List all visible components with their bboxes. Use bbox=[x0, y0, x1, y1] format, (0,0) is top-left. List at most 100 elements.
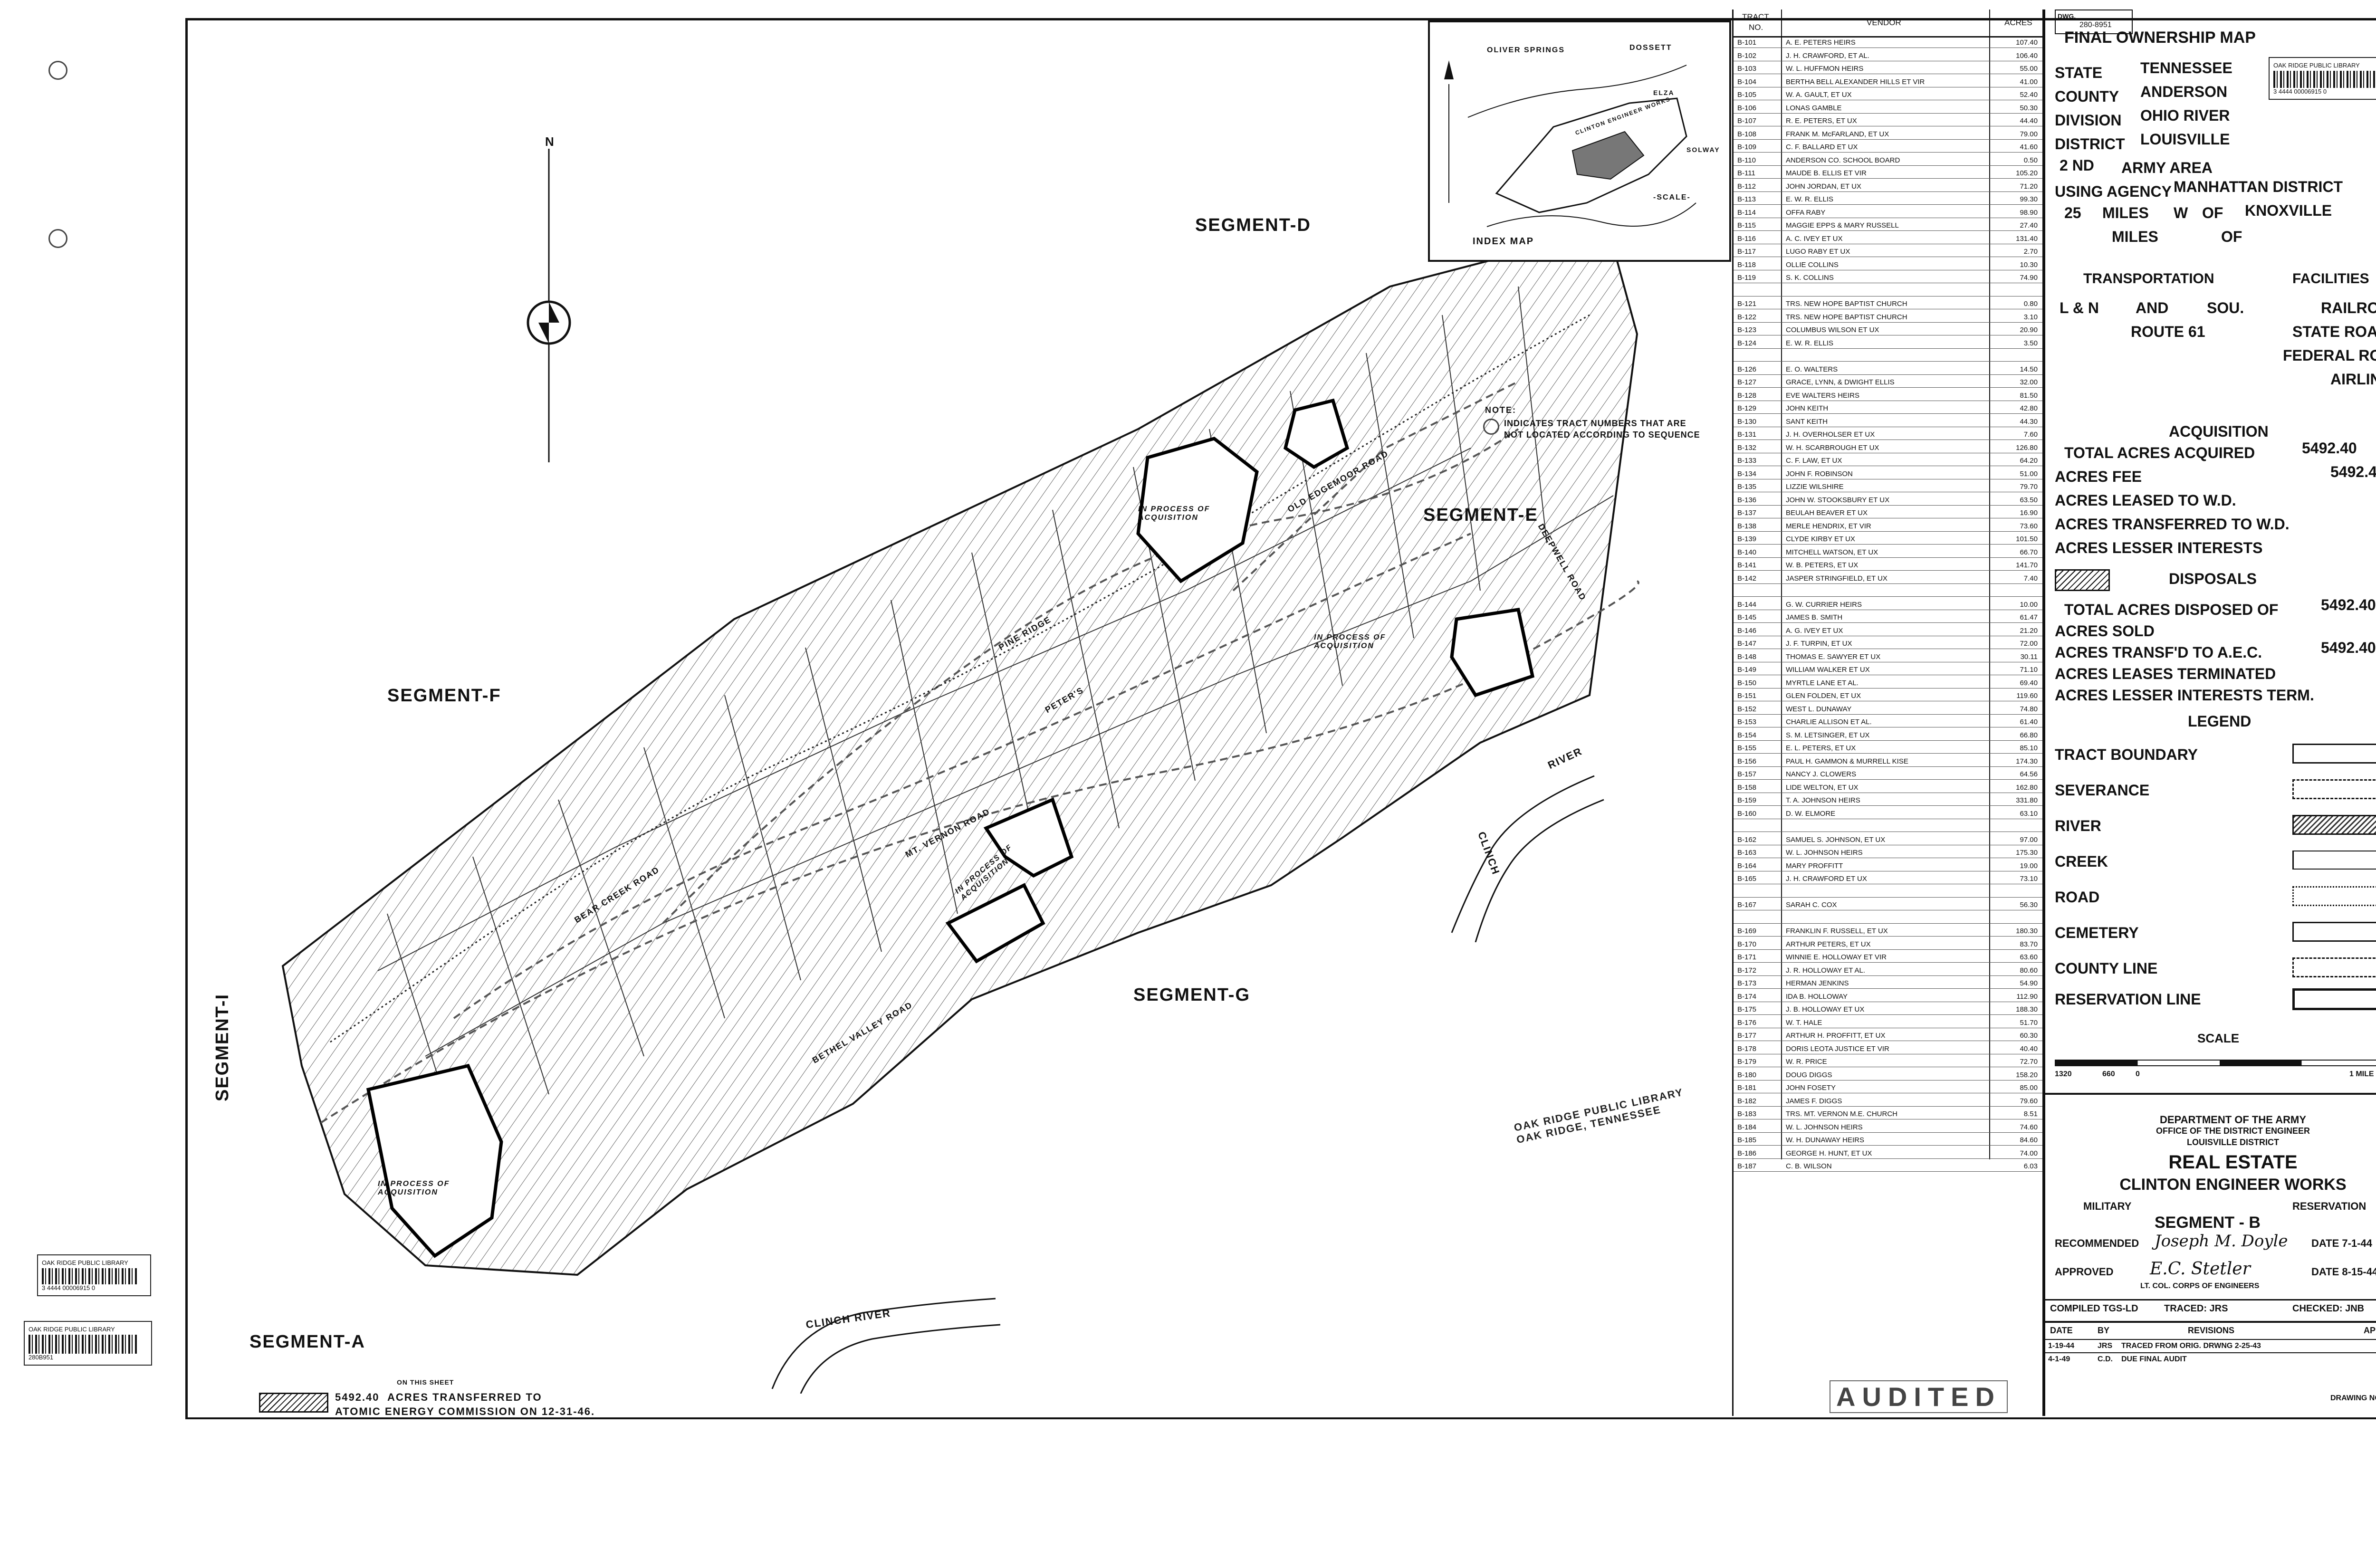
tract-acres: 8.51 bbox=[2023, 1110, 2038, 1118]
scale-zero: 0 bbox=[2136, 1070, 2140, 1078]
tract-acres: 19.00 bbox=[2020, 861, 2038, 870]
tract-vendor: MAUDE B. ELLIS ET VIR bbox=[1786, 169, 1867, 177]
final-ownership-title: FINAL OWNERSHIP MAP bbox=[2064, 29, 2256, 47]
tract-vendor: A. G. IVEY ET UX bbox=[1786, 626, 1843, 635]
revision-row: 4-1-49 C.D. DUE FINAL AUDIT bbox=[2045, 1352, 2376, 1367]
tract-number: B-182 bbox=[1737, 1097, 1757, 1105]
tract-number: B-141 bbox=[1737, 561, 1757, 569]
index-place-oliver: OLIVER SPRINGS bbox=[1487, 46, 1565, 54]
tract-number: B-173 bbox=[1737, 979, 1757, 987]
tract-acres: 81.50 bbox=[2020, 391, 2038, 400]
tract-number: B-157 bbox=[1737, 770, 1757, 778]
tract-vendor: DORIS LEOTA JUSTICE ET VIR bbox=[1786, 1044, 1889, 1053]
tract-row bbox=[1734, 887, 2042, 898]
tract-number: B-126 bbox=[1737, 365, 1757, 373]
tract-number: B-146 bbox=[1737, 626, 1757, 635]
legend-tract-boundary: TRACT BOUNDARY bbox=[2055, 746, 2198, 763]
tract-acres: 69.40 bbox=[2020, 679, 2038, 687]
disp-total-label: TOTAL ACRES DISPOSED OF bbox=[2064, 601, 2279, 618]
swatch-creek bbox=[2292, 851, 2376, 870]
index-map: OLIVER SPRINGS DOSSETT SOLWAY ELZA CLINT… bbox=[1428, 20, 1731, 262]
footer-line-3: ATOMIC ENERGY COMMISSION ON 12-31-46. bbox=[335, 1405, 595, 1417]
tract-acres: 73.10 bbox=[2020, 875, 2038, 883]
miles-city: KNOXVILLE bbox=[2245, 202, 2332, 219]
tb-district: LOUISVILLE DISTRICT bbox=[2186, 1138, 2279, 1147]
tract-vendor: JASPER STRINGFIELD, ET UX bbox=[1786, 574, 1887, 583]
railroad-2: SOU. bbox=[2207, 299, 2244, 316]
disp-aec-value: 5492.40 bbox=[2321, 639, 2376, 656]
tract-acres: 56.30 bbox=[2020, 901, 2038, 909]
tract-vendor: GEORGE H. HUNT, ET UX bbox=[1786, 1149, 1872, 1157]
tract-number: B-127 bbox=[1737, 378, 1757, 386]
tb-recommended-date: DATE 7-1-44 bbox=[2311, 1237, 2372, 1249]
tract-acres: 50.30 bbox=[2020, 104, 2038, 112]
tract-row bbox=[1734, 286, 2042, 296]
acquisition-note-2: IN PROCESS OF ACQUISITION bbox=[1314, 633, 1386, 650]
tract-acres: 72.70 bbox=[2020, 1058, 2038, 1066]
legend-river: RIVER bbox=[2055, 817, 2101, 834]
acquisition-outlines bbox=[366, 398, 1535, 1258]
library-label-right-text: OAK RIDGE PUBLIC LIBRARY bbox=[2273, 62, 2360, 69]
acquisition-note-1: IN PROCESS OF ACQUISITION bbox=[1138, 505, 1210, 522]
library-label-left-2: OAK RIDGE PUBLIC LIBRARY 280B951 bbox=[24, 1321, 152, 1366]
tract-vendor: CLYDE KIRBY ET UX bbox=[1786, 535, 1855, 543]
index-map-drawing bbox=[1444, 60, 1696, 227]
tract-vendor: W. L. JOHNSON HEIRS bbox=[1786, 1123, 1863, 1131]
tract-number: B-142 bbox=[1737, 574, 1757, 583]
tract-vendor: TRS. MT. VERNON M.E. CHURCH bbox=[1786, 1110, 1898, 1118]
army-area-label: ARMY AREA bbox=[2121, 159, 2213, 176]
tract-vendor: WILLIAM WALKER ET UX bbox=[1786, 666, 1870, 674]
railroad-label: RAILROAD bbox=[2321, 299, 2376, 316]
tract-vendor: J. H. CRAWFORD ET UX bbox=[1786, 875, 1867, 883]
tract-number: B-102 bbox=[1737, 51, 1757, 60]
tract-number: B-119 bbox=[1737, 274, 1756, 282]
tract-acres: 3.10 bbox=[2023, 313, 2038, 321]
tract-acres: 63.10 bbox=[2020, 809, 2038, 818]
tract-vendor: MITCHELL WATSON, ET UX bbox=[1786, 548, 1878, 556]
tract-acres: 101.50 bbox=[2016, 535, 2038, 543]
tract-acres: 16.90 bbox=[2020, 509, 2038, 517]
tract-acres: 0.50 bbox=[2023, 156, 2038, 164]
tract-number: B-128 bbox=[1737, 391, 1757, 400]
tract-number: B-187 bbox=[1737, 1162, 1757, 1170]
tract-acres: 55.00 bbox=[2020, 65, 2038, 73]
tract-vendor: COLUMBUS WILSON ET UX bbox=[1786, 326, 1879, 334]
tract-vendor: FRANK M. McFARLAND, ET UX bbox=[1786, 130, 1889, 138]
tract-boundaries bbox=[377, 286, 1614, 1128]
route-label: ROUTE 61 bbox=[2131, 323, 2205, 340]
division-label: DIVISION bbox=[2055, 112, 2122, 129]
tract-vendor: LIDE WELTON, ET UX bbox=[1786, 783, 1859, 792]
tract-number: B-174 bbox=[1737, 992, 1757, 1001]
tract-number: B-109 bbox=[1737, 143, 1757, 151]
tract-acres: 63.50 bbox=[2020, 496, 2038, 504]
tb-checked: CHECKED: JNB bbox=[2292, 1303, 2365, 1314]
tract-vendor: MERLE HENDRIX, ET VIR bbox=[1786, 522, 1871, 530]
tract-vendor: JOHN JORDAN, ET UX bbox=[1786, 182, 1861, 191]
miles-text: MILES bbox=[2102, 204, 2149, 221]
tract-acres: 20.90 bbox=[2020, 326, 2038, 334]
tract-acres: 112.90 bbox=[2016, 992, 2038, 1001]
segment-e-label: SEGMENT-E bbox=[1423, 505, 1538, 525]
tract-number: B-153 bbox=[1737, 718, 1757, 726]
